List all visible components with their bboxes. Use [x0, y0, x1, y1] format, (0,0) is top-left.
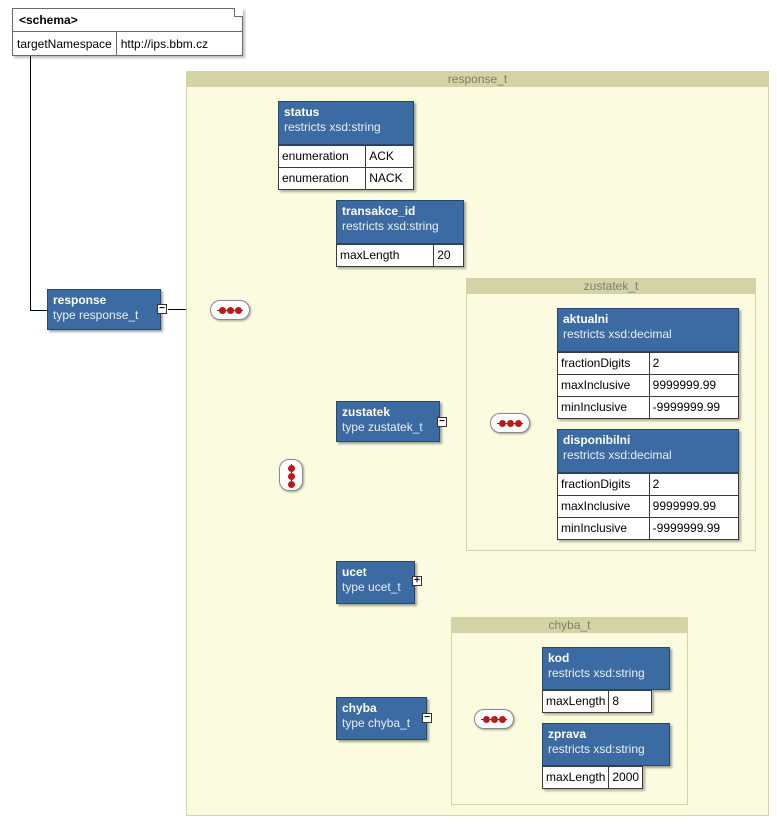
facet-name: fractionDigits — [557, 473, 650, 496]
schema-title: <schema> — [13, 9, 242, 32]
element-name: aktualni — [563, 312, 609, 326]
element-type: restricts xsd:string — [548, 666, 645, 680]
facet-name: maxLength — [541, 690, 610, 713]
folded-corner-icon — [234, 8, 243, 17]
facet-value: ACK — [365, 145, 414, 168]
element-name: status — [284, 105, 320, 119]
element-zprava[interactable]: zprava restricts xsd:string — [542, 723, 670, 766]
collapse-toggle-icon[interactable]: − — [422, 713, 432, 723]
group-title-zustatek-t: zustatek_t — [467, 279, 755, 294]
element-type: restricts xsd:decimal — [563, 448, 672, 462]
facet-name: maxInclusive — [557, 374, 650, 397]
element-kod[interactable]: kod restricts xsd:string — [542, 647, 670, 690]
element-type: restricts xsd:decimal — [563, 327, 672, 341]
group-title-chyba-t: chyba_t — [452, 618, 687, 633]
sequence-compositor-icon — [474, 709, 514, 729]
element-name: response — [53, 293, 107, 307]
element-status[interactable]: status restricts xsd:string — [278, 101, 414, 145]
element-zustatek[interactable]: zustatek type zustatek_t — [336, 401, 440, 442]
facet-value: 2 — [648, 473, 740, 496]
facet-name: maxLength — [335, 244, 435, 267]
element-type: type zustatek_t — [342, 420, 423, 434]
element-name: zprava — [548, 727, 587, 741]
schema-box: <schema> targetNamespace http://ips.bbm.… — [12, 8, 243, 56]
sequence-compositor-icon — [490, 413, 530, 433]
element-type: restricts xsd:string — [342, 219, 439, 233]
facet-row: minInclusive-9999999.99 — [557, 396, 740, 419]
schema-attribute-row: targetNamespace http://ips.bbm.cz — [13, 32, 242, 56]
facet-value: -9999999.99 — [648, 396, 740, 419]
facet-value: 9999999.99 — [648, 495, 740, 518]
element-name: ucet — [342, 565, 367, 579]
facet-name: maxInclusive — [557, 495, 650, 518]
element-name: chyba — [342, 701, 377, 715]
choice-compositor-icon — [279, 459, 303, 491]
element-transakce-id[interactable]: transakce_id restricts xsd:string — [336, 200, 464, 244]
element-name: kod — [548, 651, 570, 665]
sequence-compositor-icon — [210, 300, 250, 320]
group-title-response-t: response_t — [187, 72, 768, 87]
expand-toggle-icon[interactable]: + — [412, 576, 422, 586]
collapse-toggle-icon[interactable]: − — [157, 304, 167, 314]
element-type: restricts xsd:string — [548, 742, 645, 756]
element-type: type ucet_t — [342, 580, 401, 594]
schema-attr-name: targetNamespace — [13, 32, 117, 56]
collapse-toggle-icon[interactable]: − — [437, 417, 447, 427]
facet-value: 20 — [433, 244, 464, 267]
facet-value: 2 — [648, 352, 740, 375]
element-type: type response_t — [53, 308, 139, 322]
element-name: transakce_id — [342, 204, 416, 218]
facet-value: NACK — [365, 167, 414, 190]
element-aktualni[interactable]: aktualni restricts xsd:decimal — [557, 308, 739, 352]
facet-name: maxLength — [541, 766, 610, 789]
element-disponibilni[interactable]: disponibilni restricts xsd:decimal — [557, 429, 739, 473]
element-name: disponibilni — [563, 433, 631, 447]
schema-attr-value: http://ips.bbm.cz — [120, 37, 209, 51]
facet-value: 8 — [608, 690, 653, 713]
facet-name: enumeration — [277, 167, 367, 190]
facet-row: minInclusive-9999999.99 — [557, 517, 740, 540]
facet-name: fractionDigits — [557, 352, 650, 375]
facet-name: minInclusive — [557, 517, 650, 540]
element-type: type chyba_t — [342, 716, 411, 730]
facet-value: 2000 — [608, 766, 644, 789]
element-chyba[interactable]: chyba type chyba_t — [336, 697, 427, 740]
facet-value: -9999999.99 — [648, 517, 740, 540]
element-response[interactable]: response type response_t — [47, 289, 161, 330]
element-type: restricts xsd:string — [284, 120, 381, 134]
facet-value: 9999999.99 — [648, 374, 740, 397]
element-name: zustatek — [342, 405, 391, 419]
facet-name: enumeration — [277, 145, 367, 168]
element-ucet[interactable]: ucet type ucet_t — [336, 561, 415, 604]
facet-name: minInclusive — [557, 396, 650, 419]
